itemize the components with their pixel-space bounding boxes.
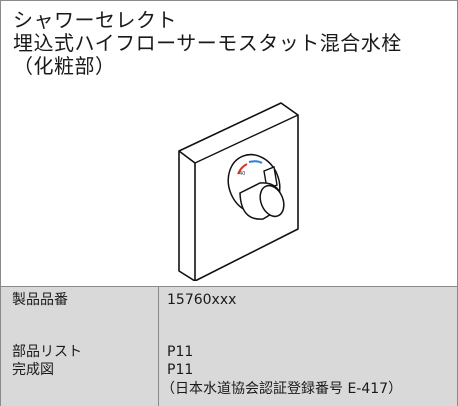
hot-mark (237, 163, 248, 175)
faucet-drawing: 40 (178, 102, 299, 282)
parts-list-label: 部品リスト (12, 344, 82, 360)
cold-mark (248, 160, 263, 164)
thermostatic-mixer-faucet-icon: 40 (161, 101, 311, 282)
product-title: シャワーセレクト 埋込式ハイフローサーモスタット混合水栓 （化粧部） (13, 9, 443, 78)
product-number-label: 製品品番 (12, 292, 68, 308)
title-line-2: 埋込式ハイフローサーモスタット混合水栓 (13, 31, 402, 55)
spec-table: 製品品番 15760xxx 部品リスト P11 完成図 P11 （日本水道協会認… (1, 286, 457, 406)
certification-note: （日本水道協会認証登録番号 E-417） (161, 381, 403, 397)
knob-face (259, 184, 285, 218)
parts-list-value: P11 (167, 344, 194, 360)
drawing-label: 完成図 (12, 362, 54, 378)
drawing-value: P11 (167, 362, 194, 378)
title-line-1: シャワーセレクト (13, 8, 177, 32)
title-line-3: （化粧部） (13, 54, 116, 78)
spec-divider (158, 287, 159, 406)
product-number-value: 15760xxx (167, 292, 237, 308)
dial-scale-label: 40 (239, 171, 245, 177)
wall-plate-top-edge (194, 114, 299, 164)
